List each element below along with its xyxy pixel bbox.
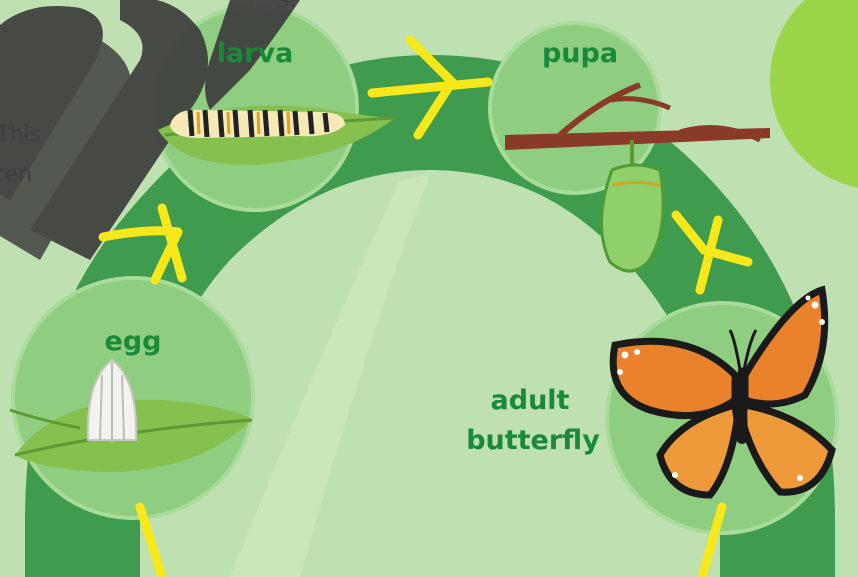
background-text-line3: ren bbox=[0, 162, 32, 187]
pupa-label: pupa bbox=[530, 38, 630, 69]
accent-circle bbox=[770, 0, 858, 190]
egg-label: egg bbox=[93, 326, 173, 357]
background-text-line2: This bbox=[0, 122, 41, 147]
adult-butterfly-label-line2: butterfly bbox=[448, 425, 618, 456]
ring-highlight bbox=[230, 175, 430, 577]
larva-label: larva bbox=[205, 38, 305, 69]
background-text-line1: s. bbox=[278, 0, 296, 13]
adult-butterfly-label-line1: adult bbox=[460, 385, 600, 416]
